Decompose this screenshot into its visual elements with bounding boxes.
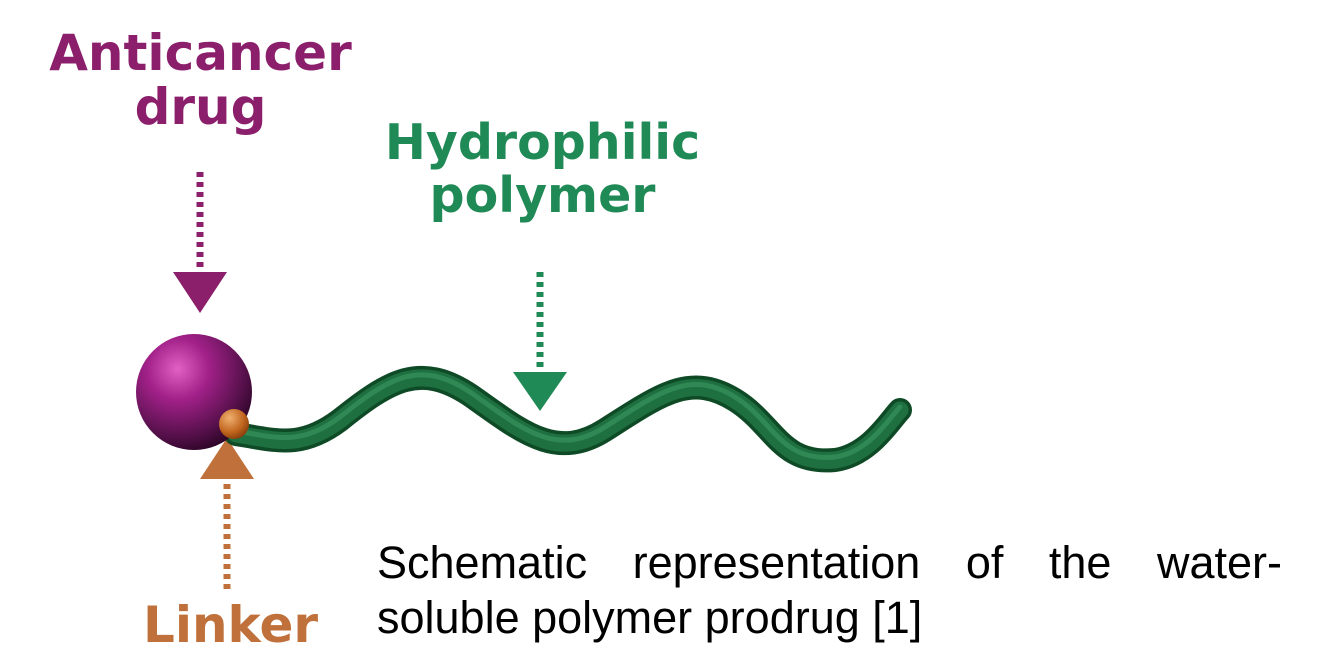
- hydrophilic-polymer-label-line-2: polymer: [429, 166, 656, 224]
- polymer-chain: [224, 365, 912, 473]
- figure-caption: Schematic representation of the water-so…: [377, 537, 1282, 643]
- linker-arrow: [200, 438, 254, 592]
- linker-label: Linker: [142, 596, 319, 654]
- hydrophilic-polymer-label: Hydrophilic polymer: [355, 114, 730, 224]
- anticancer-drug-label-line-2: drug: [134, 78, 267, 136]
- anticancer-drug-label: Anticancer drug: [28, 26, 373, 134]
- drug-arrow: [173, 172, 227, 313]
- polymer-arrow: [513, 272, 567, 411]
- anticancer-drug-label-line-1: Anticancer: [49, 24, 352, 82]
- linker-bead-icon: [219, 409, 249, 439]
- hydrophilic-polymer-label-line-1: Hydrophilic: [384, 114, 701, 171]
